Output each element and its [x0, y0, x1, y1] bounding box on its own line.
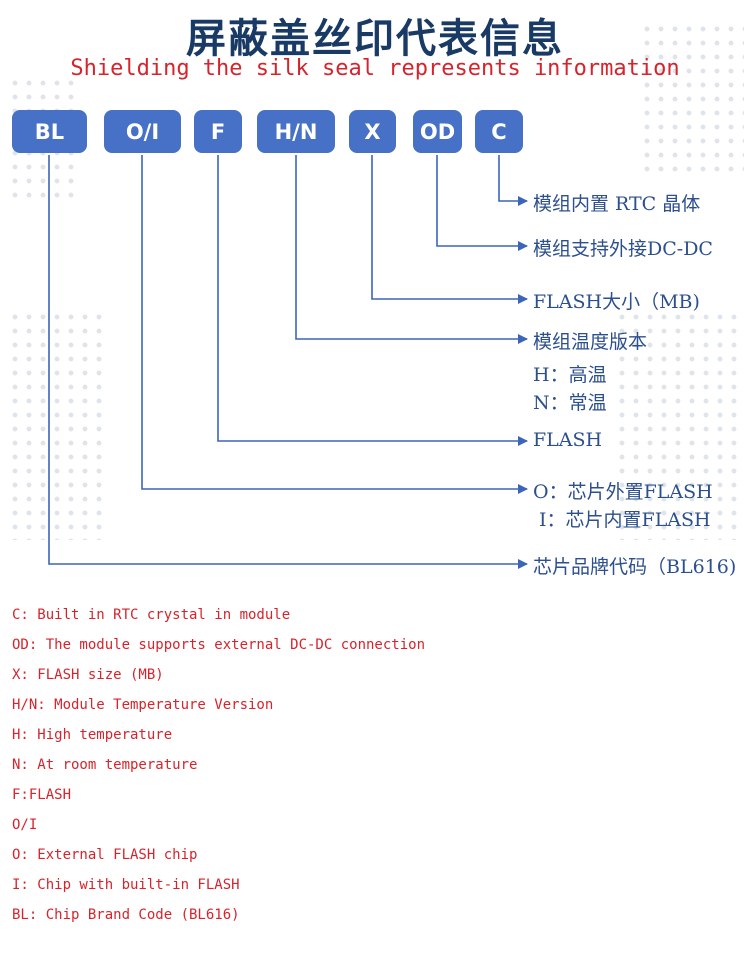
note-line: C: Built in RTC crystal in module	[12, 607, 291, 623]
note-line: F:FLASH	[12, 787, 72, 803]
note-line: N: At room temperature	[12, 757, 198, 773]
connector-x	[371, 155, 528, 304]
code-box-oi: O/I	[104, 110, 181, 153]
dot-pattern-top-right	[640, 22, 744, 172]
code-box-hn: H/N	[257, 110, 335, 153]
label-bl: 芯片品牌代码（BL616)	[533, 556, 737, 578]
connector-f	[217, 155, 528, 446]
code-box-bl: BL	[12, 110, 87, 153]
label-x: FLASH大小（MB)	[533, 291, 700, 313]
dot-pattern-left	[8, 310, 108, 540]
note-line: I: Chip with built-in FLASH	[12, 877, 240, 893]
code-box-c: C	[475, 110, 523, 153]
code-box-x: X	[349, 110, 396, 153]
code-box-f: F	[194, 110, 242, 153]
dot-pattern-right	[615, 310, 743, 540]
label-hn: 模组温度版本	[533, 331, 648, 353]
label-c: 模组内置 RTC 晶体	[533, 193, 701, 215]
label-hn-n: N：常温	[533, 392, 607, 414]
note-line: H/N: Module Temperature Version	[12, 697, 274, 713]
connector-bl	[48, 155, 528, 569]
note-line: O: External FLASH chip	[12, 847, 198, 863]
connector-c	[498, 155, 528, 206]
note-line: X: FLASH size (MB)	[12, 667, 164, 683]
connector-od	[436, 155, 528, 251]
label-oi-i: I：芯片内置FLASH	[539, 509, 711, 531]
label-f: FLASH	[533, 429, 603, 451]
connector-hn	[295, 155, 528, 344]
page-subtitle: Shielding the silk seal represents infor…	[70, 56, 680, 81]
label-od: 模组支持外接DC-DC	[533, 238, 713, 260]
note-line: H: High temperature	[12, 727, 173, 743]
connector-oi	[141, 155, 528, 494]
label-oi-o: O：芯片外置FLASH	[533, 481, 713, 503]
label-hn-h: H：高温	[533, 364, 607, 386]
note-line: BL: Chip Brand Code (BL616)	[12, 907, 240, 923]
note-line: OD: The module supports external DC-DC c…	[12, 637, 426, 653]
code-box-od: OD	[413, 110, 462, 153]
note-line: O/I	[12, 817, 38, 833]
page-title: 屏蔽盖丝印代表信息	[186, 16, 564, 62]
